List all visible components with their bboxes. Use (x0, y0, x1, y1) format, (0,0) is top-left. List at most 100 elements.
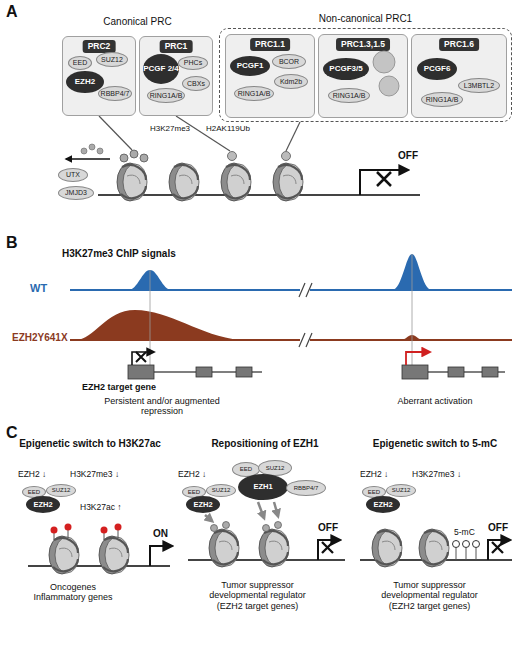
protein-name: EED (368, 489, 380, 495)
protein-ellipse: BCOR (272, 54, 306, 69)
methyl-mark (120, 154, 128, 162)
protein-name: SUZ12 (266, 465, 285, 471)
target-note: Tumor suppressor developmental regulator… (372, 580, 487, 611)
protein-ellipse: PHCs (178, 56, 208, 70)
core-protein-ellipse: EZH2 (26, 496, 60, 513)
ubiquitin-mark (228, 152, 237, 161)
target-note: Oncogenes Inflammatory genes (30, 582, 116, 603)
protein-ellipse: RING1A/B (147, 88, 185, 103)
removed-mark (81, 148, 87, 154)
methyl-mark (263, 525, 270, 532)
core-protein-ellipse: EZH2 (366, 496, 400, 513)
complex-name: PRC1.6 (439, 38, 479, 51)
subpanel-heading: Epigenetic switch to 5-mC (360, 438, 510, 450)
recruit-arrow (205, 515, 212, 521)
protein-ellipse: JMJD3 (58, 186, 94, 200)
complex-name: PRC1.1 (250, 38, 290, 51)
gene-name: EZH2 target gene (82, 382, 156, 392)
leader-line (286, 122, 300, 151)
outcome-note: Persistent and/or augmented repression (82, 396, 242, 417)
acetyl-mark (101, 527, 108, 534)
state-label: OFF (488, 522, 508, 534)
exon (236, 367, 252, 377)
promoter-arrow (488, 540, 510, 560)
exon (196, 367, 212, 377)
ubiquitin-mark (282, 152, 291, 161)
exon (482, 367, 498, 377)
complex-box: PRC1.6PCGF6L3MBTL2RING1A/B (411, 34, 507, 118)
protein-ellipse: SUZ12 (96, 52, 128, 67)
protein-name: EZH1 (253, 483, 272, 491)
group-box: Non-canonical PRC1PRC1.1PCGF1BCORRING1A/… (219, 28, 512, 122)
complex-box: PRC1.3,1.5PCGF3/5RING1A/B (318, 34, 408, 118)
protein-name: CBXs (187, 80, 205, 87)
acetyl-mark (65, 524, 72, 531)
protein-ellipse: RING1A/B (234, 86, 274, 101)
panel-letter: C (6, 424, 18, 442)
protein-name: UTX (66, 171, 80, 178)
protein-name: RING1A/B (238, 90, 271, 97)
guide-line (412, 254, 413, 365)
dna-line (28, 565, 170, 567)
cpg-methyl-mark (453, 541, 460, 548)
protein-name: PCGF 2/4 (143, 65, 179, 73)
track-name: WT (30, 282, 47, 295)
protein-ellipse: RING1A/B (328, 88, 370, 103)
acetyl-mark (115, 524, 122, 531)
core-protein-ellipse: EZH1 (238, 474, 288, 500)
protein-ellipse: SUZ12 (206, 484, 236, 497)
complex-name: PRC1 (160, 40, 193, 53)
protein-name: EZH2 (373, 501, 392, 509)
change-note: EZH2 ↓ (18, 470, 46, 480)
state-label: OFF (398, 150, 418, 162)
protein-ellipse: RING1A/B (421, 92, 463, 107)
nucleosome (99, 536, 129, 574)
change-note: H3K27me3 ↓ (70, 470, 119, 480)
promoter-arrow (150, 546, 172, 566)
core-protein-ellipse: PCGF1 (230, 56, 270, 76)
protein-ellipse: CBXs (182, 76, 210, 91)
complex-name: PRC1.3,1.5 (336, 38, 390, 51)
promoter-arrow (360, 170, 408, 195)
mark-name: H2AK119Ub (206, 124, 250, 133)
nucleosome (117, 163, 147, 201)
x-mark (377, 172, 391, 186)
protein-ellipse: RBBP4/7 (98, 86, 132, 101)
protein-name: EED (73, 59, 87, 66)
core-protein-ellipse: PCGF6 (417, 58, 457, 80)
protein-name: EZH2 (75, 78, 95, 86)
protein-name: EZH2 (193, 501, 212, 509)
core-protein-ellipse: PCGF 2/4 (143, 54, 179, 84)
complex-box: PRC1.1PCGF1 BCOR RING1A/B Kdm2b (225, 34, 315, 118)
state-label: OFF (318, 522, 338, 534)
protein-ellipse: Kdm2b (274, 74, 308, 89)
panel-heading: H3K27me3 ChIP signals (62, 248, 176, 260)
protein-name: PCGF6 (424, 65, 451, 73)
mark-name: H3K27me3 (150, 124, 190, 133)
nucleosome (169, 163, 199, 201)
group-heading: Canonical PRC (62, 16, 213, 28)
guide-line (150, 270, 151, 365)
core-protein-ellipse: PCGF3/5 (323, 58, 369, 80)
protein-name: SUZ12 (392, 487, 411, 493)
subpanel-heading: Epigenetic switch to H3K27ac (15, 438, 165, 450)
recruit-arrow (274, 502, 278, 516)
dna-line (98, 194, 420, 196)
protein-name: BCOR (279, 58, 299, 65)
protein-name: SUZ12 (212, 487, 231, 493)
subunit-circle (379, 76, 399, 96)
promoter-arrow (318, 540, 340, 560)
subunit-circle (373, 51, 395, 73)
nucleosome (209, 529, 239, 567)
protein-name: RBBP4/7 (101, 90, 130, 97)
protein-name: L3MBTL2 (464, 82, 494, 89)
track-name: EZH2Y641X (12, 332, 68, 344)
methyl-mark (223, 522, 230, 529)
protein-name: RING1A/B (426, 96, 459, 103)
subpanel-heading: Repositioning of EZH1 (190, 438, 340, 450)
protein-name: RING1A/B (150, 92, 183, 99)
protein-name: Kdm2b (280, 78, 302, 85)
